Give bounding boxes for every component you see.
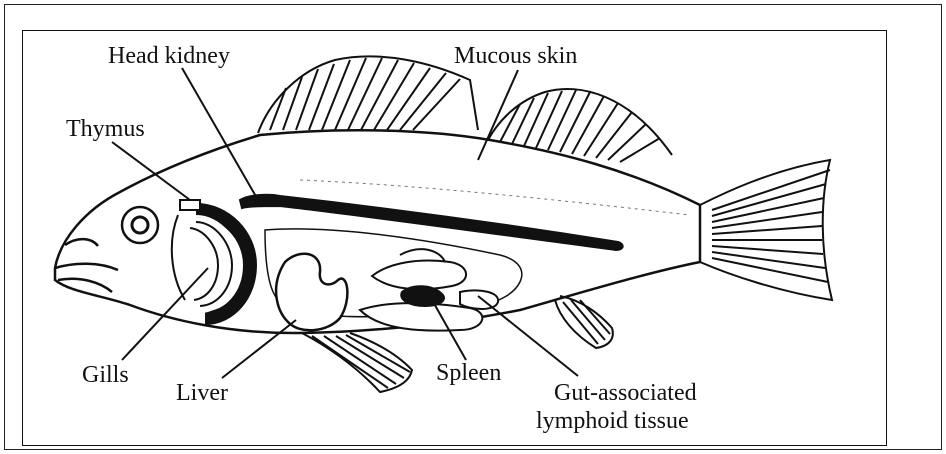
label-lymphoid-tissue: lymphoid tissue <box>536 408 689 434</box>
thymus-organ <box>180 200 200 210</box>
eye <box>122 207 158 243</box>
dorsal-fin-spiny <box>258 56 478 133</box>
label-spleen: Spleen <box>436 360 501 386</box>
label-gills: Gills <box>82 362 129 388</box>
label-thymus: Thymus <box>66 116 145 142</box>
label-gut-associated: Gut-associated <box>554 380 697 406</box>
label-mucous-skin: Mucous skin <box>454 43 577 69</box>
label-head-kidney: Head kidney <box>108 43 230 69</box>
label-liver: Liver <box>176 380 228 406</box>
tail-fin <box>700 160 832 300</box>
